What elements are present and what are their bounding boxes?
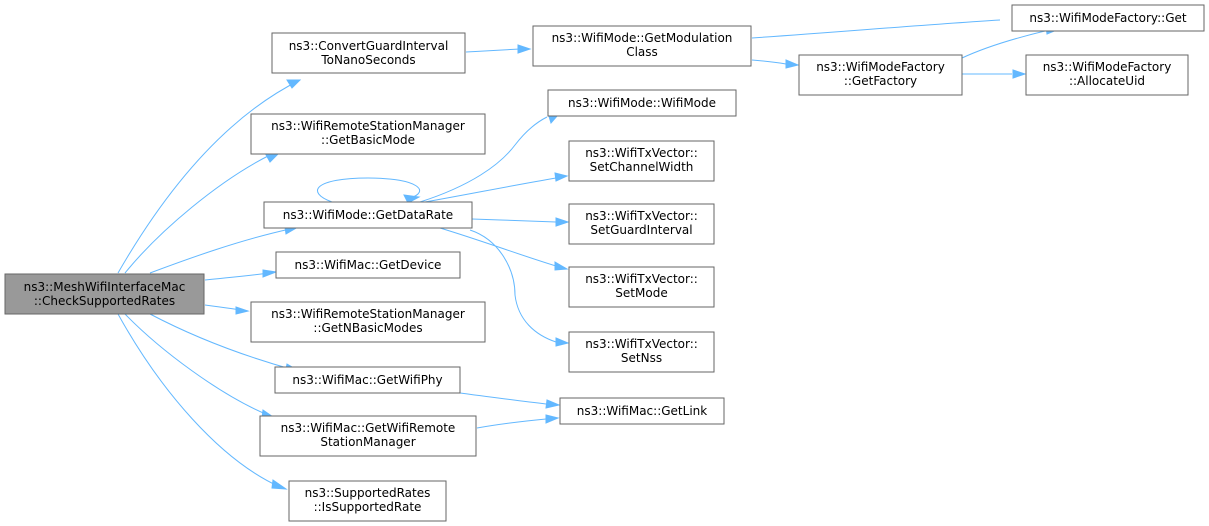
edge-gmc-wmfget [751,19,1001,39]
node-get-wifi-phy[interactable]: ns3::WifiMac::GetWifiPhy [274,366,461,394]
edge-root-gbm [124,154,271,274]
arrow-root-gdev [262,269,278,278]
node-label-line: SetMode [615,286,667,300]
node-label-line: ns3::WifiMode::GetModulation [552,31,733,45]
node-label-line: ns3::WifiRemoteStationManager [271,119,465,133]
edge-cgi-gmc [465,48,521,53]
node-set-mode[interactable]: ns3::WifiTxVector:: SetMode [568,266,715,308]
node-label-line: ns3::WifiMac::GetWifiRemote [281,421,456,435]
arrow-root-gnbm [235,306,250,315]
edge-gwp-glink [459,392,547,405]
node-label-line: ns3::WifiModeFactory [816,60,945,74]
edge-root-gdev [204,272,271,281]
node-label-line: Class [626,45,658,59]
node-label-line: ns3::ConvertGuardInterval [289,39,449,53]
node-label-line: SetGuardInterval [590,223,692,237]
edge-gmc-gf [751,59,787,65]
node-label-line: ns3::SupportedRates [305,486,431,500]
node-get-device[interactable]: ns3::WifiMac::GetDevice [275,251,461,279]
node-wifi-mode-factory-get[interactable]: ns3::WifiModeFactory::Get [1011,4,1205,32]
edge-gwrsm-glink [476,418,547,429]
node-label-line: ::GetBasicMode [321,133,415,147]
node-is-supported-rate[interactable]: ns3::SupportedRates ::IsSupportedRate [288,480,447,522]
edge-root-isr [117,313,281,488]
node-get-wifi-remote-station-manager[interactable]: ns3::WifiMac::GetWifiRemote StationManag… [259,415,477,457]
node-get-modulation-class[interactable]: ns3::WifiMode::GetModulation Class [532,25,752,67]
node-get-data-rate[interactable]: ns3::WifiMode::GetDataRate [263,201,473,229]
node-set-nss[interactable]: ns3::WifiTxVector:: SetNss [568,331,715,373]
arrow-cgi-gmc [517,44,532,54]
node-label-line: ns3::MeshWifiInterfaceMac [24,280,186,294]
node-label-line: ::GetNBasicModes [313,321,422,335]
edge-layer [117,19,1046,488]
edge-root-gdr [149,228,291,274]
node-label-line: ::IsSupportedRate [314,500,422,514]
node-label-line: ns3::WifiMac::GetDevice [295,258,442,272]
node-allocate-uid[interactable]: ns3::WifiModeFactory ::AllocateUid [1025,54,1189,96]
arrow-root-isr [271,479,288,490]
arrow-gf-au [1012,69,1027,79]
node-label-line: ns3::WifiModeFactory [1043,60,1172,74]
node-label-line: ::AllocateUid [1069,74,1145,88]
edge-gdr-snss [469,229,557,343]
arrow-gwrsm-glink [545,414,560,424]
node-convert-guard-interval[interactable]: ns3::ConvertGuardInterval ToNanoSeconds [271,32,466,74]
node-label-line: ns3::WifiRemoteStationManager [271,307,465,321]
edge-gdr-scw [424,177,557,203]
node-label-line: ns3::WifiTxVector:: [585,272,698,286]
node-label-line: SetChannelWidth [590,160,694,174]
node-wifi-mode-ctor[interactable]: ns3::WifiMode::WifiMode [547,89,737,117]
edge-gdr-self [317,177,421,203]
node-label-line: SetNss [621,351,662,365]
node-label-line: ns3::WifiTxVector:: [585,146,698,160]
node-layer: ns3::MeshWifiInterfaceMac ::CheckSupport… [4,4,1205,522]
node-get-n-basic-modes[interactable]: ns3::WifiRemoteStationManager ::GetNBasi… [250,301,486,343]
node-label-line: ns3::WifiTxVector:: [585,337,698,351]
node-label-line: ::CheckSupportedRates [34,294,175,308]
node-label-line: ns3::WifiModeFactory::Get [1029,11,1186,25]
node-set-channel-width[interactable]: ns3::WifiTxVector:: SetChannelWidth [568,140,715,182]
node-get-link[interactable]: ns3::WifiMac::GetLink [559,397,725,425]
node-label-line: ns3::WifiMode::GetDataRate [283,208,453,222]
node-label-line: ns3::WifiTxVector:: [585,209,698,223]
edge-gdr-sgi [471,218,557,223]
edge-root-gwrsm [124,313,269,416]
arrow-gdr-smode [554,261,569,271]
edge-root-gwp [149,313,295,371]
arrow-gdr-sgi [555,217,570,227]
node-label-line: ToNanoSeconds [320,53,415,67]
node-get-factory[interactable]: ns3::WifiModeFactory ::GetFactory [798,54,963,96]
arrow-gmc-gf [785,59,800,69]
node-label-line: ns3::WifiMode::WifiMode [568,96,716,110]
arrow-gdr-self [403,194,421,204]
edge-gdr-smode [439,227,557,267]
node-label-line: StationManager [320,435,415,449]
edge-gf-wmfget [961,30,1046,59]
node-label-line: ::GetFactory [844,74,917,88]
edge-gdr-wm [419,116,548,203]
node-label-line: ns3::WifiMac::GetLink [577,404,707,418]
arrow-root-cgi [286,79,302,89]
arrow-gdr-scw [554,172,569,182]
arrow-gdr-snss [555,337,570,347]
node-check-supported-rates[interactable]: ns3::MeshWifiInterfaceMac ::CheckSupport… [4,273,205,315]
edge-root-cgi [117,79,301,274]
node-get-basic-mode[interactable]: ns3::WifiRemoteStationManager ::GetBasic… [250,113,486,155]
node-label-line: ns3::WifiMac::GetWifiPhy [292,373,442,387]
node-set-guard-interval[interactable]: ns3::WifiTxVector:: SetGuardInterval [568,203,715,245]
arrow-gwp-glink [545,399,561,409]
